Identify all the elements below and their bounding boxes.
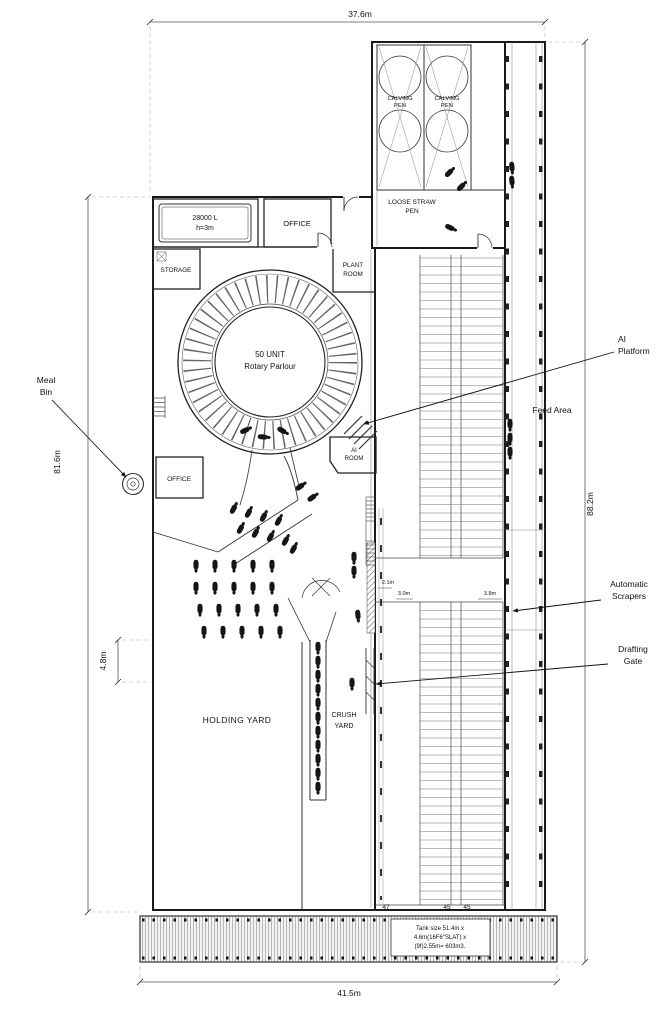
cubicle-verticals	[375, 255, 545, 906]
callout-arrows	[51, 351, 615, 686]
dim-top: 37.6m	[348, 9, 372, 19]
passage-dimension-lines	[378, 587, 502, 600]
cubicle-count-1: 47	[382, 904, 390, 911]
crush-yard-label: CRUSH	[332, 712, 357, 719]
slatted-tank	[139, 915, 558, 963]
holding-yard-label: HOLDING YARD	[203, 715, 272, 725]
meal-bin-label2: Bin	[40, 387, 53, 397]
drafting-gate-label: Drafting	[618, 644, 648, 654]
dim-bottom: 41.5m	[337, 988, 361, 998]
calving-pen-2-label2: PEN	[441, 103, 453, 109]
loose-straw-label2: PEN	[405, 208, 419, 215]
ai-platform	[343, 415, 378, 450]
ai-platform-label2: Platform	[618, 346, 650, 356]
cubicle-lines	[420, 257, 503, 900]
calving-pen-2-label: CALVING	[434, 96, 460, 102]
loose-straw-label: LOOSE STRAW	[388, 199, 436, 206]
rotary-label: 50 UNIT	[255, 350, 285, 359]
office-left-label: OFFICE	[167, 476, 191, 483]
tank-note-line3: (9f)2.55m= 603m3.	[415, 944, 466, 950]
plant-room-label: PLANT	[343, 262, 363, 269]
dim-left: 81.6m	[52, 450, 62, 474]
plant-room-label2: ROOM	[343, 271, 363, 278]
doors	[317, 194, 493, 251]
ai-room-label: AI	[351, 448, 357, 454]
callout-labels: Meal Bin AI Platform Feed Area Automatic…	[37, 334, 650, 666]
feed-barrier-posts	[505, 56, 543, 887]
room-walls	[152, 198, 377, 499]
feed-rail-ticks	[365, 496, 375, 566]
storage-label: STORAGE	[161, 267, 192, 274]
dimension-labels: 37.6m 81.6m 4.8m 88.2m 41.5m	[52, 9, 595, 998]
yard-lines	[152, 455, 341, 910]
passage-dim-1: 2.1m	[382, 580, 395, 586]
meal-bin-icon	[121, 472, 145, 496]
calving-pens	[376, 44, 505, 191]
room-labels: CALVING PEN CALVING PEN LOOSE STRAW PEN …	[161, 96, 497, 950]
cubicle-count-2: 45	[443, 904, 451, 911]
calving-pen-1-label: CALVING	[387, 96, 413, 102]
ai-platform-label: AI	[618, 334, 626, 344]
dim-right: 88.2m	[585, 492, 595, 516]
drafting-gate	[365, 648, 375, 714]
tank-note-line2: 4.6m(16F6"SLAT) x	[414, 935, 466, 941]
passage-dim-3: 3.8m	[484, 591, 497, 597]
drafting-gate-label2: Gate	[624, 656, 643, 666]
scrapers-label2: Scrapers	[612, 591, 646, 601]
tank-outline	[158, 203, 252, 243]
office-top-label: OFFICE	[283, 219, 311, 228]
scraper-channel	[378, 508, 384, 905]
storage-hatch-box	[156, 251, 167, 262]
dim-left-lower: 4.8m	[98, 652, 108, 671]
scrapers-label: Automatic	[610, 579, 649, 589]
ai-room-label2: ROOM	[345, 456, 364, 462]
tank-note-line1: Tank size 51.4m x	[416, 926, 464, 932]
footbath-hatch	[366, 542, 376, 634]
stairs	[153, 396, 166, 418]
tank-label: 28000 L	[192, 215, 217, 222]
calving-pen-1-label2: PEN	[394, 103, 406, 109]
feed-area-label: Feed Area	[532, 405, 571, 415]
meal-bin-label: Meal	[37, 375, 56, 385]
passage-dim-2: 3.0m	[398, 591, 411, 597]
rotary-label2: Rotary Parlour	[244, 362, 296, 371]
dimension-lines	[84, 18, 589, 986]
crush-yard-label2: YARD	[335, 723, 354, 730]
tank-label2: h=3m	[196, 225, 214, 232]
cubicle-count-3: 45	[463, 904, 471, 911]
